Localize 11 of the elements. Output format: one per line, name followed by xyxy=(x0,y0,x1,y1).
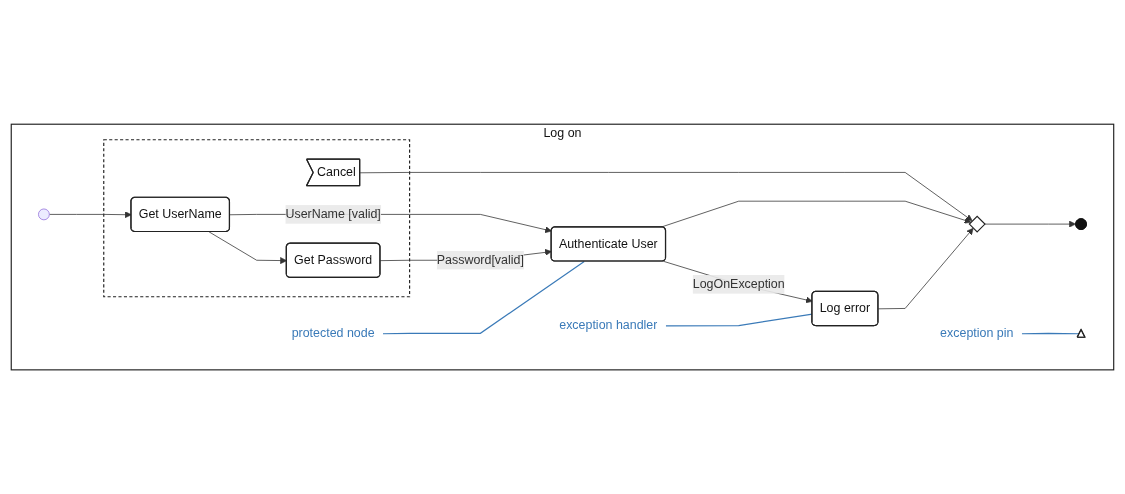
node-circle xyxy=(38,208,50,221)
node-text: exception handler xyxy=(559,318,658,332)
connector xyxy=(382,260,585,335)
edge-label: Password[valid] xyxy=(436,253,524,267)
connector xyxy=(1021,332,1081,335)
node-diamond xyxy=(968,215,986,233)
edge-label: UserName [valid] xyxy=(285,207,381,221)
edge-label: LogOnException xyxy=(692,277,785,291)
cluster xyxy=(103,139,411,298)
node-text: exception pin xyxy=(940,326,1014,340)
node-text: protected node xyxy=(291,326,375,340)
